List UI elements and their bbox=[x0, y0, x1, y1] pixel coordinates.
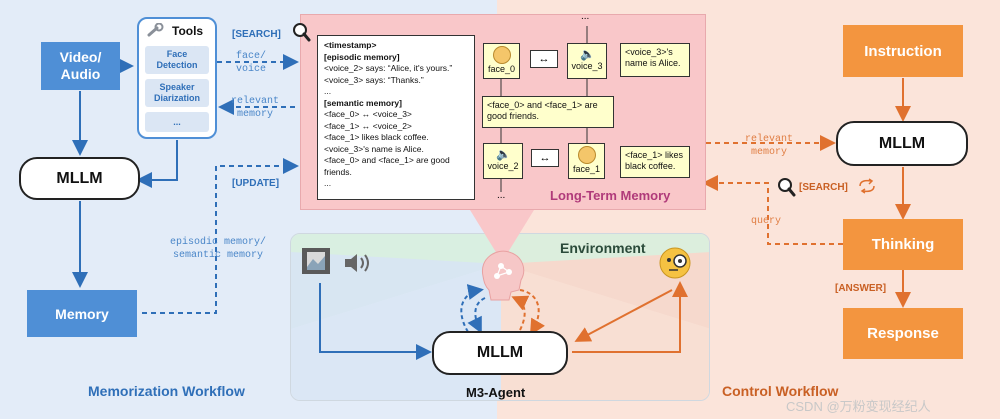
speaker-icon bbox=[343, 252, 373, 279]
response-box: Response bbox=[843, 308, 963, 359]
graph-dots-top: ... bbox=[581, 11, 590, 22]
arrow-brain-loop-blue bbox=[460, 284, 484, 333]
face-0-icon bbox=[492, 46, 511, 64]
agent-name-label: M3-Agent bbox=[466, 385, 526, 400]
node-voice-3: 🔈 voice_3 bbox=[567, 43, 607, 79]
video-audio-box: Video/ Audio bbox=[41, 42, 120, 90]
link-face0-voice3: ↔ bbox=[530, 50, 558, 68]
node-face-0: face_0 bbox=[483, 43, 520, 79]
memory-document-line: <voice_3> says: “Thanks.” bbox=[324, 74, 424, 85]
memory-document-lines: <timestamp>[episodic memory]<voice_2> sa… bbox=[324, 40, 468, 190]
arrow-brain-loop-orange bbox=[519, 289, 545, 336]
speaker-icon: 🔈 bbox=[580, 47, 595, 61]
memory-document-line: friends. bbox=[324, 166, 352, 177]
memory-document-line: <voice_3>'s name is Alice. bbox=[324, 143, 424, 154]
arrow-brain-loop-blue-2 bbox=[467, 297, 486, 334]
memory-document-line: <timestamp> bbox=[324, 40, 377, 50]
node-voice-3-label: voice_3 bbox=[571, 61, 603, 71]
relevant-memory-label-control: relevant memory bbox=[745, 134, 794, 158]
memory-document-line: <face_1> likes black coffee. bbox=[324, 132, 429, 142]
memory-box: Memory bbox=[27, 290, 137, 337]
arrow-agent-mllm-to-environment bbox=[572, 281, 688, 353]
repeat-icon bbox=[857, 178, 877, 199]
tools-title: Tools bbox=[172, 24, 204, 38]
tool-face-detection: Face Detection bbox=[145, 46, 209, 74]
update-tag: [UPDATE] bbox=[232, 178, 280, 189]
long-term-memory-label: Long-Term Memory bbox=[550, 188, 671, 203]
episodic-semantic-label: episodic memory/ semantic memory bbox=[170, 237, 267, 261]
brain-head-icon bbox=[475, 246, 531, 307]
search-tag-memorization: [SEARCH] bbox=[232, 29, 281, 40]
thinking-box: Thinking bbox=[843, 219, 963, 270]
node-face-1: face_1 bbox=[568, 143, 605, 179]
memory-document: <timestamp>[episodic memory]<voice_2> sa… bbox=[317, 35, 475, 200]
memory-document-line: <face_1> ↔ <voice_2> bbox=[324, 120, 412, 131]
memory-document-line: [semantic memory] bbox=[324, 97, 402, 108]
memory-document-line: ... bbox=[324, 86, 332, 96]
instruction-box: Instruction bbox=[843, 25, 963, 77]
arrow-thinking-query bbox=[702, 175, 843, 245]
tool-more: ... bbox=[145, 112, 209, 132]
environment-label: Environment bbox=[560, 240, 646, 256]
node-face-0-label: face_0 bbox=[487, 64, 516, 74]
memory-document-line: ... bbox=[324, 178, 332, 188]
arrow-media-to-agent-mllm bbox=[319, 283, 432, 360]
graph-edges bbox=[500, 26, 588, 192]
graph-dots-bottom: ... bbox=[497, 190, 506, 201]
film-icon bbox=[301, 247, 331, 280]
memory-document-line: [episodic memory] bbox=[324, 51, 400, 62]
agent-mllm: MLLM bbox=[432, 331, 568, 375]
search-magnifier-icon bbox=[291, 22, 311, 47]
memory-document-line: <face_0> ↔ <voice_3> bbox=[324, 109, 412, 119]
arrow-mllm-update bbox=[142, 158, 299, 314]
memorization-mllm: MLLM bbox=[19, 157, 140, 200]
node-voice3-name: <voice_3>'s name is Alice. bbox=[620, 43, 690, 77]
arrow-brain-loop-orange-2 bbox=[511, 295, 530, 331]
tool-speaker-diarization: Speaker Diarization bbox=[145, 79, 209, 107]
node-coffee: <face_1> likes black coffee. bbox=[620, 146, 690, 178]
query-label: query bbox=[751, 216, 782, 227]
search-magnifier-icon-control bbox=[776, 177, 796, 202]
wrench-icon bbox=[147, 22, 165, 42]
memory-document-line: <voice_2> says: “Alice, it's yours.” bbox=[324, 63, 453, 73]
face-1-icon bbox=[577, 146, 596, 164]
link-voice2-face1: ↔ bbox=[531, 149, 559, 167]
arrow-environment-to-agent-mllm bbox=[574, 289, 673, 342]
search-tag-control: [SEARCH] bbox=[799, 182, 848, 193]
memory-document-line: <face_0> and <face_1> are good bbox=[324, 155, 450, 165]
node-voice-2: 🔈 voice_2 bbox=[483, 143, 523, 179]
node-face-1-label: face_1 bbox=[572, 164, 601, 174]
answer-tag: [ANSWER] bbox=[835, 283, 887, 294]
memory-brain-link bbox=[470, 210, 534, 262]
relevant-memory-label-memorization: relevant memory bbox=[231, 96, 280, 120]
tools-panel: Tools Face Detection Speaker Diarization… bbox=[137, 17, 217, 139]
memorization-workflow-label: Memorization Workflow bbox=[88, 383, 245, 399]
node-voice-2-label: voice_2 bbox=[487, 161, 519, 171]
speaker-icon: 🔈 bbox=[496, 147, 511, 161]
watermark: CSDN @万粉变现经纪人 bbox=[786, 399, 931, 414]
face-voice-label: face/ voice bbox=[236, 51, 267, 75]
control-workflow-label: Control Workflow bbox=[722, 383, 839, 399]
arrow-tools-to-mllm bbox=[136, 140, 178, 188]
monocle-face-icon bbox=[658, 246, 692, 285]
node-friends: <face_0> and <face_1> are good friends. bbox=[482, 96, 614, 128]
control-mllm: MLLM bbox=[836, 121, 968, 166]
